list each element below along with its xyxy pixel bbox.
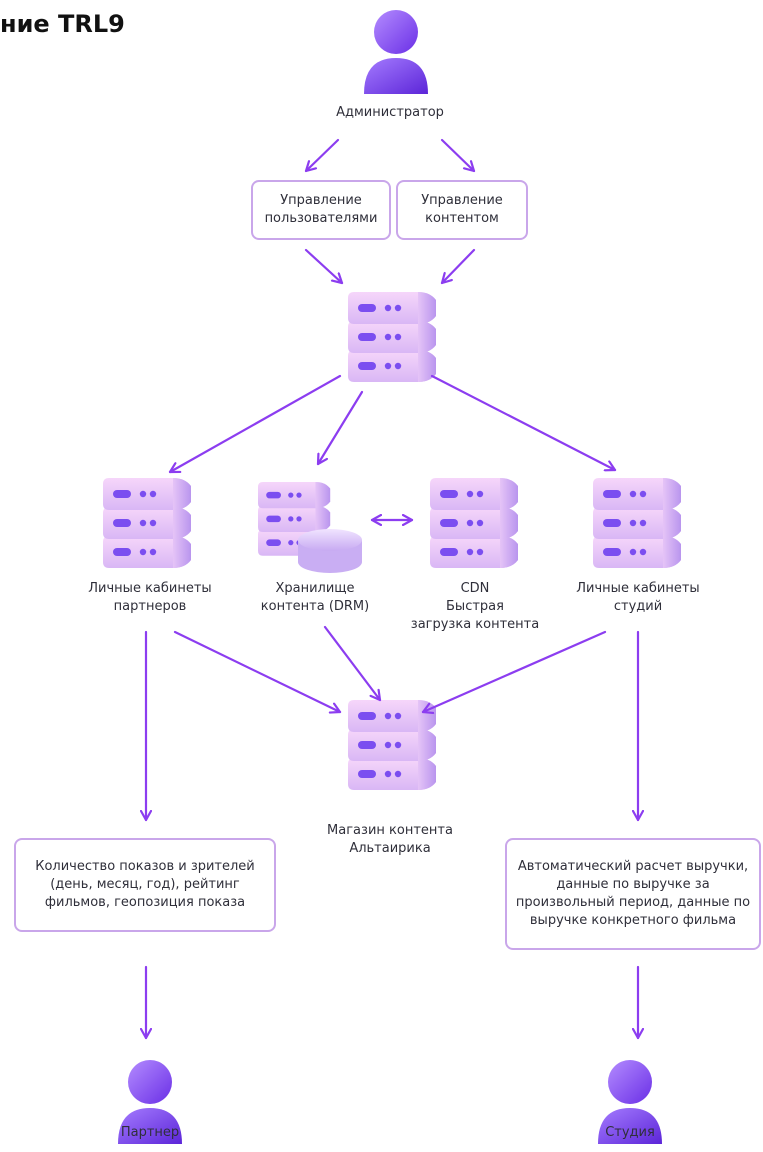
store-line2: Альтаирика [349,841,431,856]
storage-line1: Хранилище [275,581,355,596]
studio-stats-line2: данные по выручке за [556,877,710,892]
arrow-user-mgmt-to-server [304,248,344,285]
central-server-icon [348,292,436,382]
arrows [146,138,638,1040]
cdn-line3: загрузка контента [410,617,540,632]
cdn-line2: Быстрая [446,599,504,614]
store-label: Магазин контента Альтаирика [300,822,480,858]
partner-stats-box: Количество показов и зрителей (день, мес… [14,838,276,932]
studio-stats-line4: выручке конкретного фильма [529,913,737,928]
page-title: ние TRL9 [0,10,125,38]
arrow-partner-cabinets-to-store [173,630,342,712]
cdn-line1: CDN [460,581,490,596]
store-line1: Магазин контента [327,823,453,838]
arrow-admin-to-content-mgmt [440,138,476,173]
partner-label: Партнер [120,1125,180,1140]
partner-cabinets-server-icon [103,478,191,568]
arrow-storage-to-store [323,625,382,702]
partner-stats-line1: Количество показов и зрителей [35,859,255,874]
studio-cabinets-server-icon [593,478,681,568]
studio-cabinets-line2: студий [613,599,663,614]
partner-cabinets-line1: Личные кабинеты [88,581,212,596]
user-management-line2: пользователями [264,211,378,226]
storage-label: Хранилище контента (DRM) [240,580,390,616]
studio-cabinets-label: Личные кабинеты студий [548,580,728,616]
arrow-content-mgmt-to-server [440,248,476,285]
user-management-line1: Управление [280,193,362,208]
arrow-admin-to-user-mgmt [304,138,340,173]
arrow-server-to-studio-cabinets [430,374,617,470]
arrow-server-to-storage [316,390,364,466]
partner-stats-line3: фильмов, геопозиция показа [44,895,246,910]
partner-cabinets-line2: партнеров [113,599,187,614]
storage-line2: контента (DRM) [260,599,370,614]
admin-person-icon [364,10,428,94]
studio-label: Студия [605,1125,655,1140]
cdn-server-icon [430,478,518,568]
content-management-box: Управление контентом [396,180,528,240]
content-management-line2: контентом [425,211,499,226]
user-management-box: Управление пользователями [251,180,391,240]
studio-stats-line3: произвольный период, данные по [515,895,751,910]
partner-stats-line2: (день, месяц, год), рейтинг [50,877,240,892]
partner-cabinets-label: Личные кабинеты партнеров [60,580,240,616]
arrow-studio-cabinets-to-store [421,630,607,712]
cdn-label: CDN Быстрая загрузка контента [395,580,555,634]
content-management-line1: Управление [421,193,503,208]
arrow-server-to-partner-cabinets [168,374,342,474]
studio-stats-box: Автоматический расчет выручки, данные по… [505,838,761,950]
studio-stats-line1: Автоматический расчет выручки, [517,859,749,874]
admin-label: Администратор [336,105,444,120]
database-disk-icon [298,529,362,573]
studio-cabinets-line1: Личные кабинеты [576,581,700,596]
store-server-icon [348,700,436,790]
